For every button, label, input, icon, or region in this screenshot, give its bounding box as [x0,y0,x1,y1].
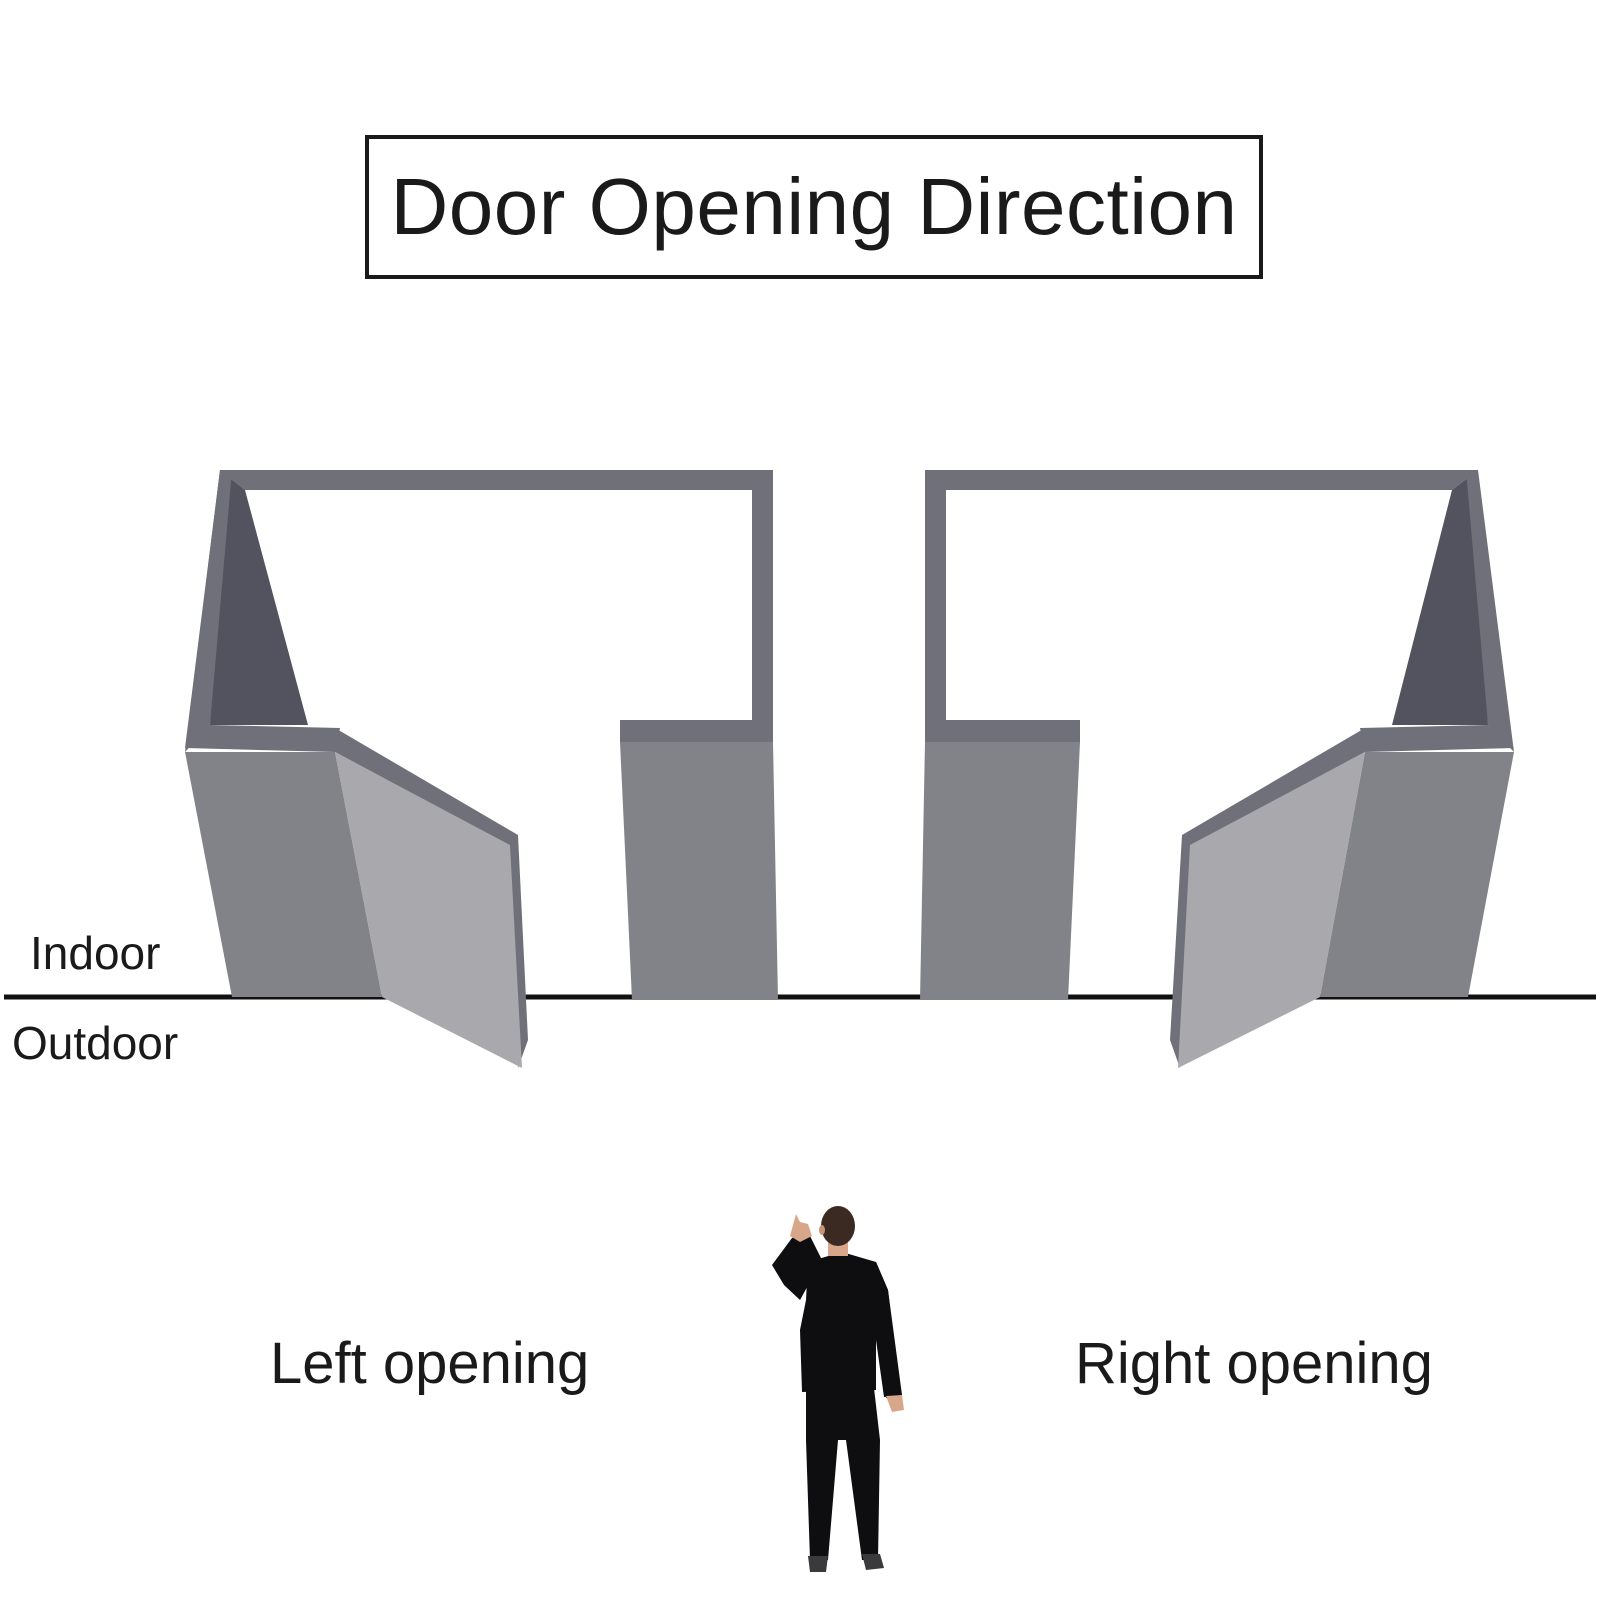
left-door-leaf [335,752,522,1068]
right-post-top [1360,725,1514,752]
person-ear [819,1225,825,1235]
right-opening-label: Right opening [1075,1331,1433,1396]
person-right-arm [872,1262,902,1398]
person-right-hand [886,1395,904,1412]
left-door-frame [185,470,778,1068]
indoor-label: Indoor [30,927,161,979]
person-figure [772,1206,904,1572]
right-frame-top [925,470,1478,742]
right-door-leaf [1178,752,1365,1068]
person-right-shoe [862,1554,884,1570]
person-raised-arm [772,1232,822,1300]
right-post-face [1320,752,1514,997]
left-post-face [185,752,382,997]
left-frame-side [210,470,308,725]
left-post-top [185,725,340,752]
left-frame-top [220,470,773,742]
right-frame-side [1392,470,1488,725]
right-frame-outer [1466,470,1514,752]
person-legs [806,1388,880,1560]
outdoor-label: Outdoor [12,1017,179,1069]
person-left-shoe [808,1556,828,1572]
left-right-post-face [620,742,778,1000]
right-left-post-top [925,720,1080,742]
person-hand [790,1214,812,1242]
right-left-post-face [920,742,1080,1000]
person-head [821,1206,855,1246]
left-frame-outer [185,470,232,752]
right-door-edge [1170,728,1365,1068]
right-door-frame [920,470,1514,1068]
left-door-edge [335,728,528,1068]
diagram-title: Door Opening Direction [390,162,1238,251]
left-opening-label: Left opening [270,1331,590,1396]
left-right-post-top [620,720,773,742]
title-box: Door Opening Direction [365,135,1263,279]
